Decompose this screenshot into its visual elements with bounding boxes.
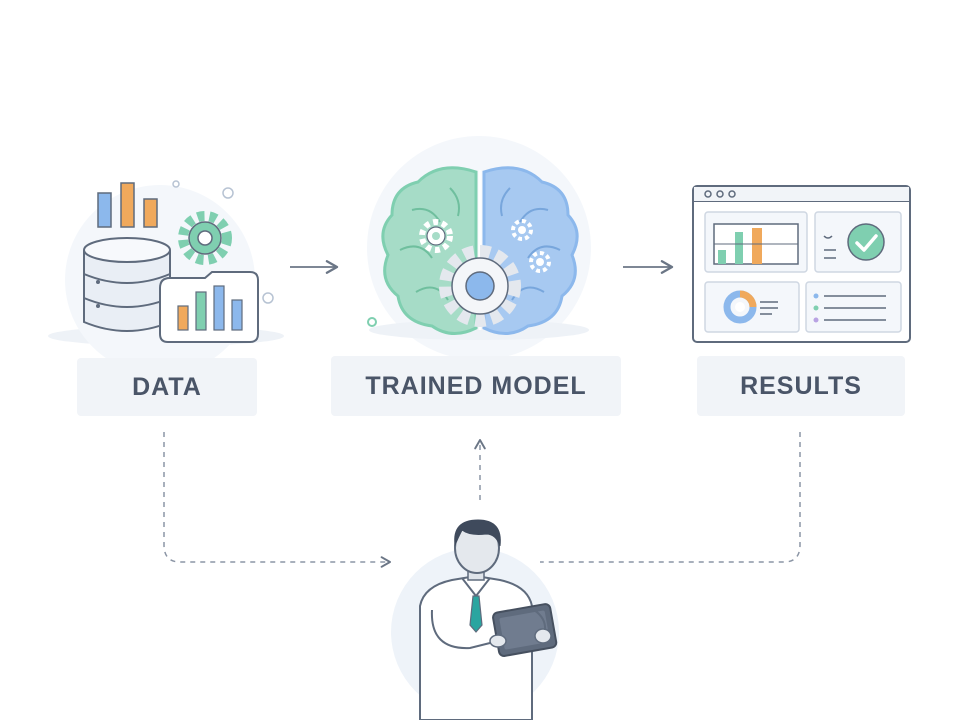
database-with-charts-icon (48, 180, 284, 375)
connector-data-to-user (163, 432, 391, 568)
dashboard-window-icon (692, 185, 911, 343)
stage-label-trained-model: TRAINED MODEL (331, 356, 621, 416)
stage-label-results: RESULTS (697, 356, 905, 416)
stage-label-data: DATA (77, 358, 257, 416)
dashed-connectors (163, 432, 801, 568)
brain-with-gears-icon (367, 136, 591, 360)
connector-results-to-user (540, 432, 801, 563)
person-with-tablet-icon (391, 519, 559, 720)
